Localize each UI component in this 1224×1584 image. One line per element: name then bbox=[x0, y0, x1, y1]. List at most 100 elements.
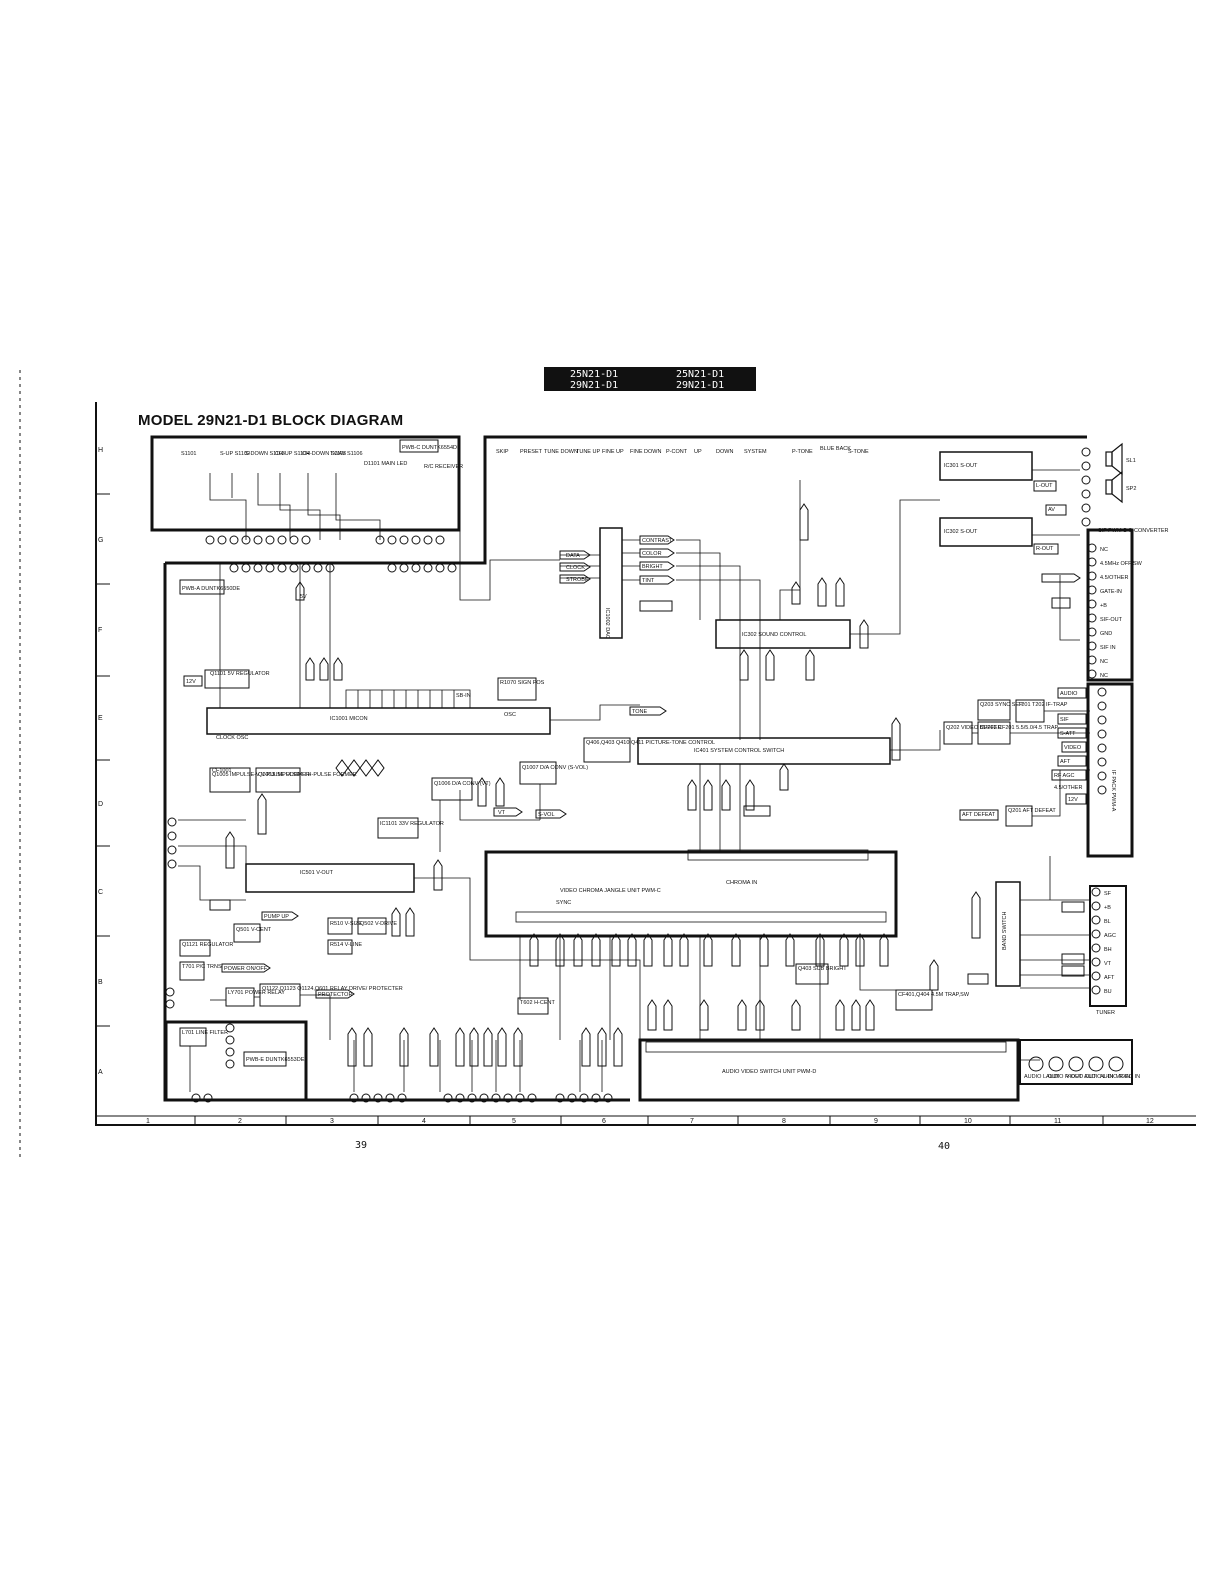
label-r1070: R1070 SIGN POS bbox=[500, 680, 545, 686]
pwb-c-label-box bbox=[399, 439, 439, 453]
label-sw-ptone: P-TONE bbox=[792, 449, 813, 455]
label-vcj: VIDEO CHROMA JANGLE UNIT PWM-C bbox=[560, 888, 661, 894]
label-av-jack-6: VIDEO IN bbox=[1116, 1074, 1140, 1080]
row-label-h: H bbox=[98, 447, 103, 454]
label-if-pin-8: 12V bbox=[1068, 797, 1078, 803]
label-q501: Q501 V-CENT bbox=[236, 927, 272, 933]
label-tuner-pin-8: BU bbox=[1104, 989, 1112, 995]
label-sw-system: SYSTEM bbox=[744, 449, 767, 455]
label-ic401: IC401 SYSTEM CONTROL SWITCH bbox=[694, 748, 784, 754]
col-label-12: 12 bbox=[1146, 1118, 1154, 1125]
label-rout: R-OUT bbox=[1036, 546, 1054, 552]
row-label-g: G bbox=[98, 537, 103, 544]
label-sw-tune-up: TUNE UP bbox=[576, 449, 600, 455]
label-tuner: TUNER bbox=[1096, 1010, 1115, 1016]
label-q1101: Q1101 5V REGULATOR bbox=[210, 671, 270, 677]
ic1101-box bbox=[377, 817, 419, 839]
signal-tags bbox=[183, 480, 1087, 999]
label-contrast: CONTRAST bbox=[642, 538, 673, 544]
label-cf1001: CF1001 bbox=[212, 768, 232, 774]
av-switch-unit bbox=[638, 1038, 1020, 1102]
label-sif-pin-3: 4.5/OTHER bbox=[1100, 575, 1128, 581]
col-label-4: 4 bbox=[422, 1118, 426, 1125]
label-q1121: Q1121 REGULATOR bbox=[182, 942, 233, 948]
grid-labels: H G F E D C B A 1 2 3 4 5 6 7 8 9 10 11 … bbox=[98, 447, 1154, 1125]
label-q1003: Q1003 IMPULSE-H H-PULSE FORMER bbox=[258, 772, 357, 778]
label-sif-pin-6: SIF-OUT bbox=[1100, 617, 1123, 623]
col-label-9: 9 bbox=[874, 1118, 878, 1125]
av-pins-top bbox=[645, 1041, 1007, 1053]
label-q1122: Q1122,Q1123 Q1124,Q601 RELAY DRIVE/ PROT… bbox=[262, 986, 403, 992]
label-tuner-pin-1: SF bbox=[1104, 891, 1112, 897]
label-tuner-pin-2: +B bbox=[1104, 905, 1111, 911]
label-ic302: IC302 SOUND CONTROL bbox=[742, 632, 807, 638]
pwb-c-board bbox=[150, 435, 461, 532]
label-av: AV bbox=[1048, 507, 1055, 513]
diagram-labels: S1101 S-UP S1102 S-DOWN S1103 CH-UP S110… bbox=[181, 445, 1169, 1080]
pwb-a-outline-top bbox=[165, 435, 1087, 565]
label-sw-pcont: P-CONT bbox=[666, 449, 688, 455]
label-key-3: CH-UP S1104 bbox=[275, 451, 309, 457]
label-tuner-pin-3: BL bbox=[1104, 919, 1111, 925]
pwb-e-label-box bbox=[243, 1051, 287, 1067]
col-label-7: 7 bbox=[690, 1118, 694, 1125]
model-right: 25N21-D1 29N21-D1 bbox=[676, 369, 724, 391]
label-12v: 12V bbox=[186, 679, 196, 685]
label-q1005: Q1005 IMPULSE-V V-PULSE FORMER bbox=[212, 772, 310, 778]
label-protector: PROTECTOR bbox=[318, 992, 352, 998]
ic1001-box bbox=[206, 707, 551, 735]
label-color: COLOR bbox=[642, 551, 662, 557]
pwb-e-board bbox=[164, 1020, 308, 1102]
q1005-box bbox=[209, 767, 251, 793]
label-if-pin-1: AUDIO bbox=[1060, 691, 1078, 697]
label-sp2: SP2 bbox=[1126, 486, 1136, 492]
row-label-f: F bbox=[98, 627, 102, 634]
label-sif-pin-1: NC bbox=[1100, 547, 1108, 553]
col-label-1: 1 bbox=[146, 1118, 150, 1125]
model-right-1: 25N21-D1 bbox=[676, 369, 725, 380]
label-r514: R514 V-LINE bbox=[330, 942, 362, 948]
model-left-2: 29N21-D1 bbox=[570, 380, 619, 391]
label-sw-skip: SKIP bbox=[496, 449, 509, 455]
col-label-10: 10 bbox=[964, 1118, 972, 1125]
label-ic501: IC501 V-OUT bbox=[300, 870, 334, 876]
label-av-jack-2: AUDIO R-OUT bbox=[1046, 1074, 1083, 1080]
label-ic1101: IC1101 33V REGULATOR bbox=[380, 821, 444, 827]
label-chroma-in: CHROMA IN bbox=[726, 880, 757, 886]
r510-box bbox=[327, 917, 353, 935]
q1007-box bbox=[519, 761, 557, 785]
label-sb-in: SB-IN bbox=[456, 693, 471, 699]
label-sif-pin-9: NC bbox=[1100, 659, 1108, 665]
q502-box bbox=[357, 917, 387, 935]
col-label-11: 11 bbox=[1054, 1118, 1061, 1125]
label-clock-osc: CLOCK OSC bbox=[216, 735, 248, 741]
row-label-e: E bbox=[98, 715, 103, 722]
label-sif: SIF PWM-B S-CONVERTER bbox=[1098, 528, 1169, 534]
label-bright: BRIGHT bbox=[642, 564, 663, 570]
label-strobe: STROBE bbox=[566, 577, 589, 583]
q501-box bbox=[233, 923, 261, 943]
l701-box bbox=[179, 1027, 207, 1047]
label-q201: Q201 AFT DEFEAT bbox=[1008, 808, 1056, 814]
label-sw-fine-up: FINE UP bbox=[602, 449, 624, 455]
label-q203: Q203 SYNC SEP bbox=[980, 702, 1023, 708]
label-sw-stone: S-TONE bbox=[848, 449, 869, 455]
label-svol: S-VOL bbox=[538, 812, 555, 818]
label-d1101: D1101 MAIN LED bbox=[364, 461, 407, 467]
label-key-1: S-UP S1102 bbox=[220, 451, 250, 457]
label-q202: Q202 VIDEO BUFFER bbox=[946, 725, 1002, 731]
col-label-6: 6 bbox=[602, 1118, 606, 1125]
column-dividers bbox=[194, 1116, 1104, 1125]
t701-box bbox=[179, 961, 205, 981]
row-dividers bbox=[96, 493, 110, 1027]
cf401-box bbox=[895, 989, 933, 1011]
q1006-box bbox=[431, 777, 473, 801]
label-pwb-e: PWB-E DUNTK6553DE bbox=[246, 1057, 305, 1063]
label-if-pin-3: S-ATT bbox=[1060, 731, 1076, 737]
page-number-left: 39 bbox=[355, 1140, 368, 1151]
vcj-pins-bottom bbox=[515, 911, 887, 923]
label-data: DATA bbox=[566, 553, 580, 559]
label-if-pin-4: VIDEO bbox=[1064, 745, 1082, 751]
tuner-box bbox=[1089, 885, 1127, 1007]
col-label-2: 2 bbox=[238, 1118, 242, 1125]
